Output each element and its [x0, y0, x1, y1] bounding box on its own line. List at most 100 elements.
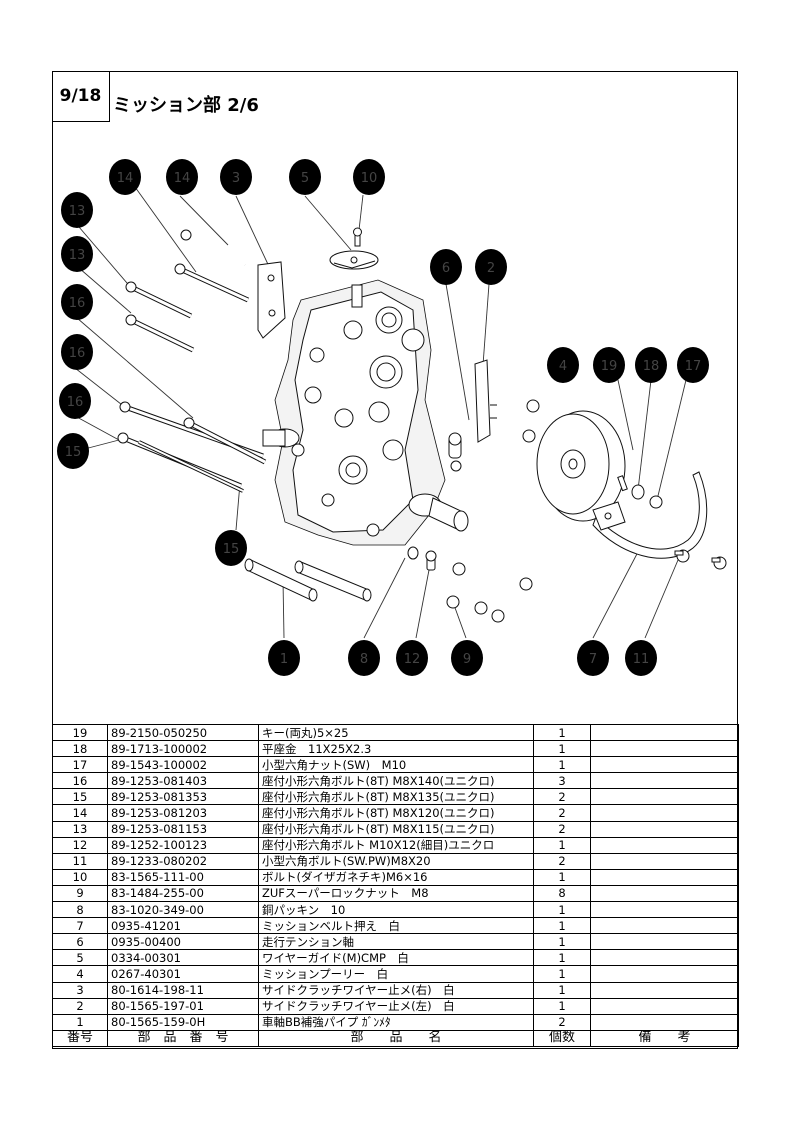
callout-14a: 14 — [109, 159, 141, 195]
remarks — [590, 852, 739, 870]
svg-text:16: 16 — [69, 346, 86, 361]
part-name: 銅パッキン 10 — [258, 901, 534, 919]
quantity: 1 — [533, 965, 591, 983]
quantity: 1 — [533, 836, 591, 854]
part-name: 平座金 11X25X2.3 — [258, 740, 534, 758]
row-number: 7 — [52, 917, 108, 935]
remarks — [590, 949, 739, 967]
part-name: 小型六角ボルト(SW.PW)M8X20 — [258, 852, 534, 870]
callout-14b: 14 — [166, 159, 198, 195]
row-number: 11 — [52, 852, 108, 870]
callout-16a: 16 — [61, 284, 93, 320]
row-number: 13 — [52, 820, 108, 838]
quantity: 2 — [533, 820, 591, 838]
part-name: ボルト(ダイザガネチキ)M6×16 — [258, 868, 534, 886]
callout-19: 19 — [593, 347, 625, 383]
part-number: 80-1565-159-0H — [107, 1013, 259, 1031]
part-number: 0935-41201 — [107, 917, 259, 935]
part-number: 89-1253-081203 — [107, 804, 259, 822]
svg-text:16: 16 — [69, 296, 86, 311]
callout-3: 3 — [220, 159, 252, 195]
remarks — [590, 884, 739, 903]
callout-17: 17 — [677, 347, 709, 383]
part-name: ZUFスーパーロックナット M8 — [258, 884, 534, 903]
part-name: ミッションベルト押え 白 — [258, 917, 534, 935]
svg-text:3: 3 — [232, 171, 240, 186]
part-number: 89-1252-100123 — [107, 836, 259, 854]
svg-text:13: 13 — [69, 248, 86, 263]
remarks — [590, 804, 739, 822]
callout-11: 11 — [625, 640, 657, 676]
wire-guide-5 — [329, 227, 379, 270]
callout-10: 10 — [353, 159, 385, 195]
svg-text:15: 15 — [65, 445, 82, 460]
bracket-3 — [257, 261, 286, 339]
callout-16c: 16 — [59, 383, 91, 419]
column-header: 個数 — [533, 1029, 591, 1047]
callout-2: 2 — [475, 249, 507, 285]
remarks — [590, 836, 739, 854]
row-number: 4 — [52, 965, 108, 983]
part-number: 83-1020-349-00 — [107, 901, 259, 919]
tension-shaft-6 — [448, 432, 462, 459]
callout-6: 6 — [430, 249, 462, 285]
svg-text:13: 13 — [69, 204, 86, 219]
svg-text:8: 8 — [360, 652, 368, 667]
row-number: 16 — [52, 772, 108, 790]
remarks — [590, 723, 739, 742]
row-number: 15 — [52, 788, 108, 806]
remarks — [590, 917, 739, 935]
svg-text:16: 16 — [67, 395, 84, 410]
remarks — [590, 820, 739, 838]
quantity: 2 — [533, 852, 591, 870]
quantity: 1 — [533, 868, 591, 886]
row-number: 18 — [52, 740, 108, 758]
row-number: 17 — [52, 756, 108, 774]
key-19-washer-18-nut-17 — [617, 475, 663, 509]
remarks — [590, 981, 739, 999]
table-header-row: 番号部 品 番 号部 品 名個数備 考 — [52, 1029, 739, 1047]
svg-text:4: 4 — [559, 359, 567, 374]
remarks — [590, 788, 739, 806]
row-number: 12 — [52, 836, 108, 854]
row-number: 10 — [52, 868, 108, 886]
quantity: 1 — [533, 917, 591, 935]
quantity: 2 — [533, 1013, 591, 1031]
callout-1: 1 — [268, 640, 300, 676]
svg-text:14: 14 — [117, 171, 134, 186]
row-number: 3 — [52, 981, 108, 999]
quantity: 8 — [533, 884, 591, 903]
callout-4: 4 — [547, 347, 579, 383]
leader-lines — [72, 179, 687, 639]
remarks — [590, 756, 739, 774]
quantity: 1 — [533, 723, 591, 742]
quantity: 1 — [533, 756, 591, 774]
svg-text:17: 17 — [685, 359, 702, 374]
part-number: 0267-40301 — [107, 965, 259, 983]
remarks — [590, 772, 739, 790]
svg-text:1: 1 — [280, 652, 288, 667]
bracket-2 — [474, 359, 497, 443]
callout-15a: 15 — [57, 433, 89, 469]
remarks — [590, 901, 739, 919]
remarks — [590, 1013, 739, 1031]
part-name: キー(両丸)5×25 — [258, 723, 534, 742]
part-number: 89-1713-100002 — [107, 740, 259, 758]
part-number: 0935-00400 — [107, 933, 259, 951]
remarks — [590, 740, 739, 758]
quantity: 2 — [533, 804, 591, 822]
axle-pipes-1 — [244, 558, 372, 602]
page-frame — [52, 71, 738, 1049]
callout-15b: 15 — [215, 530, 247, 566]
